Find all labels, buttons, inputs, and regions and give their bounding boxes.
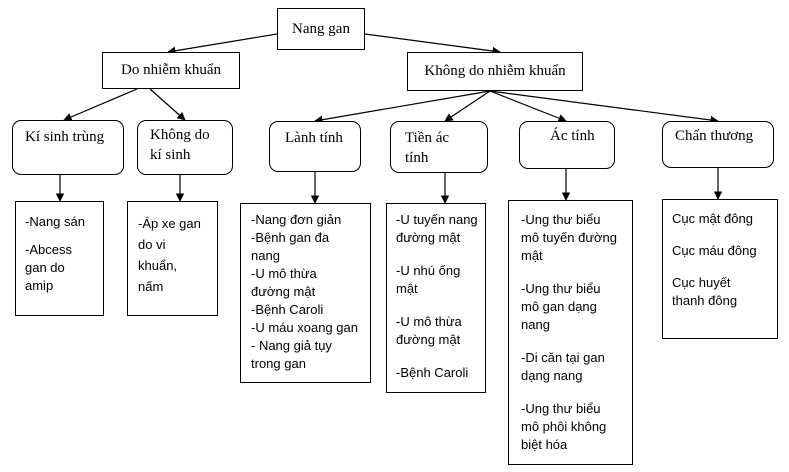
arrow-non-infectious-to-premalignant [444,90,491,122]
leaf-trauma-line: Cục mật đông [672,211,753,226]
node-trauma-label: Chấn thương [675,128,754,144]
node-non-infectious: Không do nhiễm khuẩn [407,52,583,91]
leaf-parasite-line: amip [25,278,54,293]
leaf-premalignant-line: -U tuyến nang [396,212,478,227]
arrow-root-to-non-infectious [364,33,501,56]
arrow-non-infectious-to-malignant [489,90,567,123]
node-root: Nang gan [277,8,365,50]
leaf-premalignant-line [396,298,478,313]
leaf-premalignant-line [396,247,478,262]
leaf-malignant-text: -Ung thư biểu mô tuyến đường mật -Ung th… [521,211,617,454]
leaf-malignant-line: -Ung thư biểu [521,212,601,227]
leaf-premalignant-text: -U tuyến nang đường mật -U nhú ống mật -… [396,211,478,382]
leaf-malignant: -Ung thư biểu mô tuyến đường mật -Ung th… [508,200,633,465]
leaf-benign-line: đường mật [251,284,316,299]
leaf-trauma-text: Cục mật đông Cục máu đông Cục huyết than… [672,210,757,310]
leaf-malignant-line: mô tuyến đường [521,230,618,245]
leaf-malignant-line: mật [521,248,543,263]
node-non-infectious-label: Không do nhiễm khuẩn [424,63,566,79]
leaf-parasite-line [25,231,85,241]
leaf-malignant-line [521,385,617,400]
leaf-trauma-line [672,260,757,274]
node-non-parasite: Không do kí sinh [137,120,233,175]
leaf-benign: -Nang đơn giản -Bệnh gan đa nang -U mô t… [240,203,371,383]
leaf-benign-line: trong gan [251,356,306,371]
leaf-trauma-line: Cục huyết [672,275,731,290]
node-premalignant: Tiền ác tính [390,121,488,173]
node-parasite: Kí sinh trùng [12,120,124,175]
leaf-trauma-line: thanh đông [672,293,738,308]
node-premalignant-line2: tính [405,150,429,166]
leaf-parasite-line: -Nang sán [25,214,85,229]
leaf-benign-text: -Nang đơn giản -Bệnh gan đa nang -U mô t… [251,211,358,373]
leaf-malignant-line: nang [521,317,550,332]
leaf-benign-line: -Bệnh Caroli [251,302,324,317]
arrow-root-to-infectious [167,33,278,55]
arrow-infectious-to-non-parasite [149,88,186,121]
leaf-benign-line: -U mô thừa [251,266,317,281]
node-infectious: Do nhiễm khuẩn [102,52,240,89]
leaf-premalignant-line [396,349,478,364]
leaf-non-parasite-text: -Áp xe gan do vi khuẩn, nấm [138,213,201,297]
leaf-malignant-line: -Di căn tại gan [521,350,605,365]
leaf-malignant-line: mô phôi không [521,419,607,434]
leaf-benign-line: -Bệnh gan đa [251,230,330,245]
leaf-non-parasite-line: -Áp xe gan [138,216,201,231]
node-benign-label: Lành tính [285,130,343,146]
leaf-parasite-line: -Abcess [25,242,72,257]
leaf-parasite: -Nang sán -Abcess gan do amip [15,201,104,316]
leaf-malignant-line: dạng nang [521,368,583,383]
leaf-non-parasite: -Áp xe gan do vi khuẩn, nấm [127,201,218,316]
node-infectious-label: Do nhiễm khuẩn [121,62,221,78]
leaf-benign-line: nang [251,248,280,263]
leaf-premalignant-line: mật [396,281,418,296]
node-non-parasite-line1: Không do [150,127,210,143]
node-malignant: Ác tính [519,121,615,169]
arrow-infectious-to-parasite [63,88,138,121]
node-premalignant-line1: Tiền ác [405,130,450,146]
leaf-benign-line: -Nang đơn giản [251,212,342,227]
leaf-non-parasite-line: khuẩn, [138,258,178,273]
node-trauma: Chấn thương [662,121,774,168]
leaf-benign-line: - Nang giả tụy [251,338,332,353]
leaf-premalignant-line: đường mật [396,230,461,245]
leaf-premalignant-line: -U nhú ống [396,263,461,278]
leaf-premalignant: -U tuyến nang đường mật -U nhú ống mật -… [386,203,486,393]
arrow-non-infectious-to-benign [314,90,491,124]
leaf-trauma-line [672,228,757,242]
node-malignant-label: Ác tính [550,128,595,144]
leaf-premalignant-line: -Bệnh Caroli [396,365,469,380]
leaf-trauma-line: Cục máu đông [672,243,757,258]
leaf-malignant-line [521,265,617,280]
leaf-malignant-line: mô gan dạng [521,299,597,314]
leaf-non-parasite-line: do vi [138,237,166,252]
leaf-non-parasite-line: nấm [138,279,164,294]
leaf-benign-line: -U máu xoang gan [251,320,358,335]
leaf-premalignant-line: đường mật [396,332,461,347]
leaf-trauma: Cục mật đông Cục máu đông Cục huyết than… [662,199,778,339]
leaf-parasite-text: -Nang sán -Abcess gan do amip [25,213,85,295]
leaf-premalignant-line: -U mô thừa [396,314,462,329]
leaf-parasite-line: gan do [25,260,65,275]
node-parasite-label: Kí sinh trùng [25,129,105,145]
node-non-parasite-line2: kí sinh [150,147,191,163]
node-root-label: Nang gan [292,20,350,37]
arrow-non-infectious-to-trauma [489,90,719,125]
leaf-malignant-line [521,334,617,349]
leaf-malignant-line: -Ung thư biểu [521,281,601,296]
node-benign: Lành tính [269,121,361,172]
leaf-malignant-line: -Ung thư biểu [521,401,601,416]
leaf-malignant-line: biệt hóa [521,437,568,452]
